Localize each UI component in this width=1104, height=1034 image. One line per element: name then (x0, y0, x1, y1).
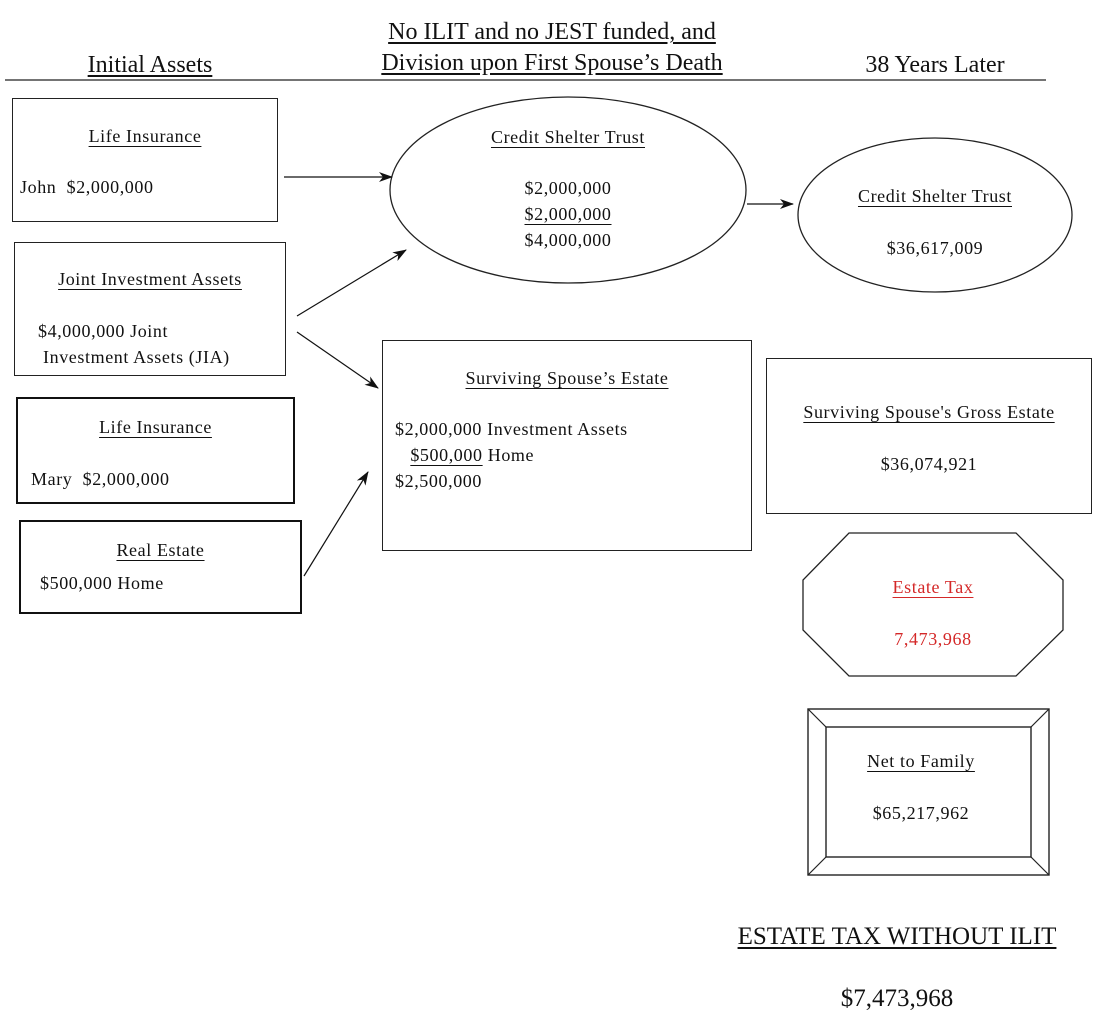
header-scenario-line1: No ILIT and no JEST funded, and (388, 19, 716, 45)
arrow-realestate-to-estate (303, 471, 369, 577)
gross-estate-value: $36,074,921 (880, 454, 978, 474)
joint-investment-line1: $4,000,000 Joint (38, 321, 169, 341)
surviving-spouse-estate-box (382, 340, 752, 551)
credit-shelter-trust-line2: $2,000,000 (524, 204, 612, 224)
net-to-family-outer-frame (807, 708, 1050, 876)
joint-investment-line2: Investment Assets (JIA) (43, 347, 230, 367)
net-to-family-inner-frame (825, 726, 1032, 858)
surviving-spouse-estate-total: $2,500,000 (395, 471, 482, 491)
real-estate-value: $500,000 Home (40, 573, 164, 593)
home-amount: $500,000 (410, 445, 483, 465)
frame-bevel (807, 856, 827, 876)
credit-shelter-trust-line1: $2,000,000 (524, 178, 612, 198)
joint-investment-title: Joint Investment Assets (58, 269, 242, 289)
gross-estate-box (766, 358, 1092, 514)
header-initial-assets: Initial Assets (87, 52, 213, 78)
net-to-family-value: $65,217,962 (872, 803, 970, 823)
header-years-later: 38 Years Later (865, 52, 1005, 78)
life-insurance-mary-box (16, 397, 295, 504)
surviving-spouse-estate-line2: $500,000 Home (395, 444, 534, 466)
credit-shelter-trust-title: Credit Shelter Trust (490, 127, 645, 147)
credit-shelter-trust-ellipse (389, 96, 747, 284)
surviving-spouse-estate-line1: $2,000,000 Investment Assets (395, 419, 628, 439)
surviving-spouse-estate-title: Surviving Spouse’s Estate (465, 368, 669, 388)
net-to-family-title: Net to Family (867, 751, 975, 771)
estate-tax-octagon (802, 532, 1064, 677)
life-insurance-mary-value: Mary $2,000,000 (31, 469, 170, 489)
life-insurance-john-value: John $2,000,000 (20, 177, 154, 197)
estate-tax-title: Estate Tax (892, 577, 974, 597)
summary-value: $7,473,968 (840, 985, 954, 1012)
credit-shelter-trust-later-title: Credit Shelter Trust (857, 186, 1012, 206)
life-insurance-mary-title: Life Insurance (99, 417, 212, 437)
real-estate-box (19, 520, 302, 614)
arrow-joint-to-trust (296, 249, 407, 317)
frame-bevel (807, 708, 827, 728)
gross-estate-title: Surviving Spouse's Gross Estate (803, 402, 1055, 422)
frame-bevel (1030, 856, 1050, 876)
frame-bevel (1030, 708, 1050, 728)
real-estate-title: Real Estate (116, 540, 205, 560)
summary-title: ESTATE TAX WITHOUT ILIT (737, 923, 1057, 950)
credit-shelter-trust-later-value: $36,617,009 (886, 238, 984, 258)
life-insurance-john-box (12, 98, 278, 222)
credit-shelter-trust-later-ellipse (797, 137, 1073, 293)
joint-investment-box (14, 242, 286, 376)
home-label: Home (487, 445, 535, 465)
header-scenario-line2: Division upon First Spouse’s Death (381, 50, 723, 76)
estate-tax-value: 7,473,968 (894, 629, 972, 649)
life-insurance-john-title: Life Insurance (88, 126, 202, 146)
credit-shelter-trust-total: $4,000,000 (524, 230, 612, 250)
arrow-joint-to-estate (296, 331, 379, 389)
